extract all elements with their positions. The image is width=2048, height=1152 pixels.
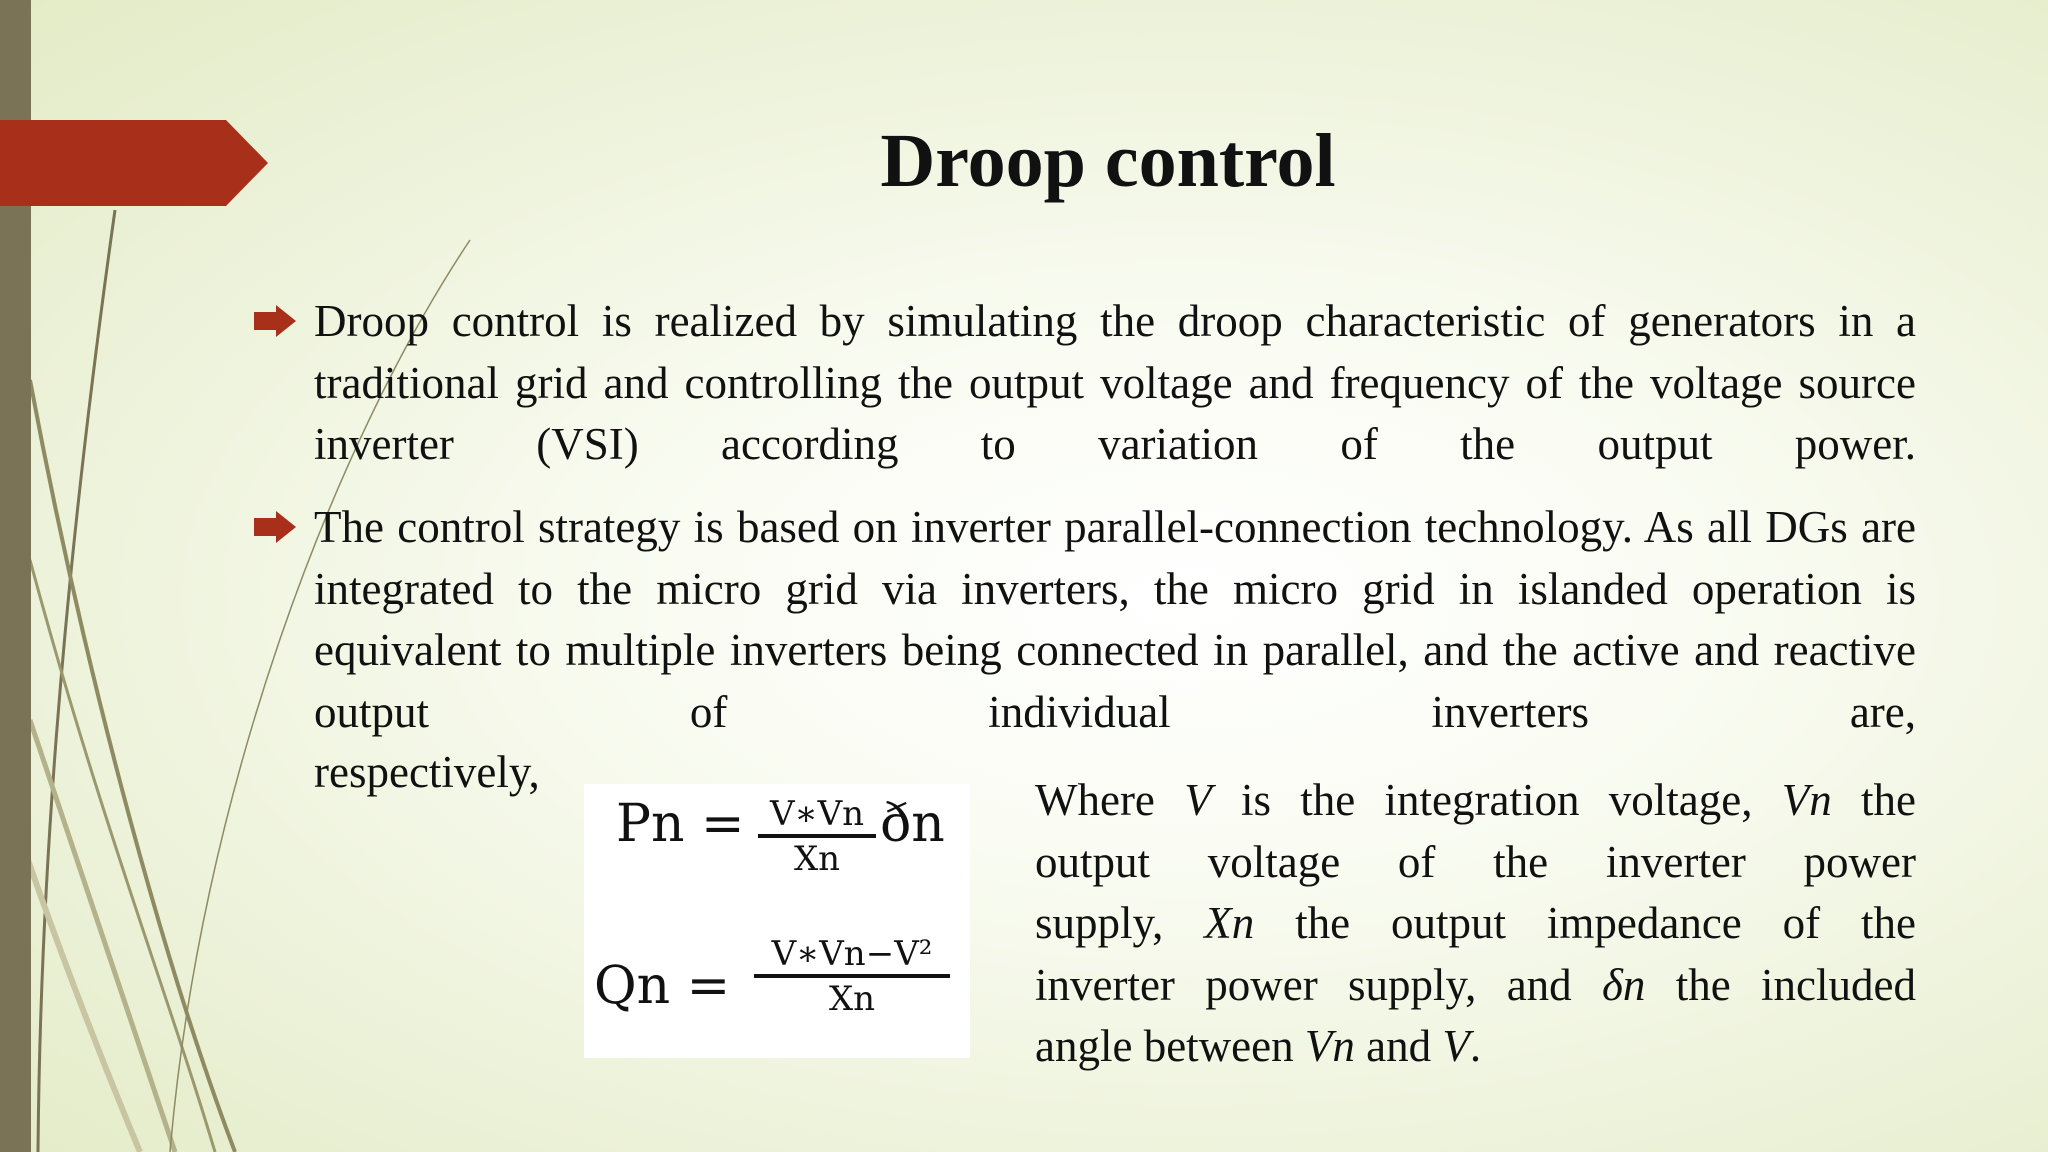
- equation-denominator: Xn: [793, 839, 841, 879]
- equation-image: Pn = V∗Vn Xn ðn Qn = V∗Vn−V² Xn: [584, 784, 970, 1058]
- slide-title: Droop control: [880, 119, 1336, 203]
- equation-lhs: Qn =: [594, 956, 731, 1016]
- equation-tail: ðn: [880, 794, 945, 854]
- where-line: angle between Vn and V.: [1035, 1021, 1482, 1071]
- bullet-text: Droop control is realized by simulating …: [314, 296, 1916, 469]
- title-ribbon-arrow: [0, 120, 268, 206]
- equation-fraction: V∗Vn Xn: [758, 794, 876, 880]
- bullet-item: The control strategy is based on inverte…: [254, 497, 1916, 743]
- fraction-bar: [754, 974, 950, 978]
- where-line: output voltage of the inverter power: [1035, 836, 1916, 887]
- equation-numerator: V∗Vn−V²: [771, 934, 933, 974]
- bullet-continuation: respectively,: [314, 747, 540, 797]
- arrow-bullet-icon: [254, 511, 296, 543]
- fraction-bar: [758, 834, 876, 838]
- equation-fraction: V∗Vn−V² Xn: [754, 934, 950, 1020]
- where-line: Where V is the integration voltage, Vn t…: [1035, 775, 1916, 825]
- where-paragraph: Where V is the integration voltage, Vn t…: [1035, 770, 1916, 1078]
- equation-denominator: Xn: [828, 979, 876, 1019]
- bullet-item: Droop control is realized by simulating …: [254, 291, 1916, 476]
- where-line: supply, Xn the output impedance of the: [1035, 898, 1917, 948]
- where-line: inverter power supply, and δn the includ…: [1035, 959, 1916, 1010]
- equation-numerator: V∗Vn: [769, 794, 865, 834]
- arrow-bullet-icon: [254, 305, 296, 337]
- bullet-text: The control strategy is based on inverte…: [314, 502, 1916, 737]
- equation-lhs: Pn =: [616, 794, 745, 854]
